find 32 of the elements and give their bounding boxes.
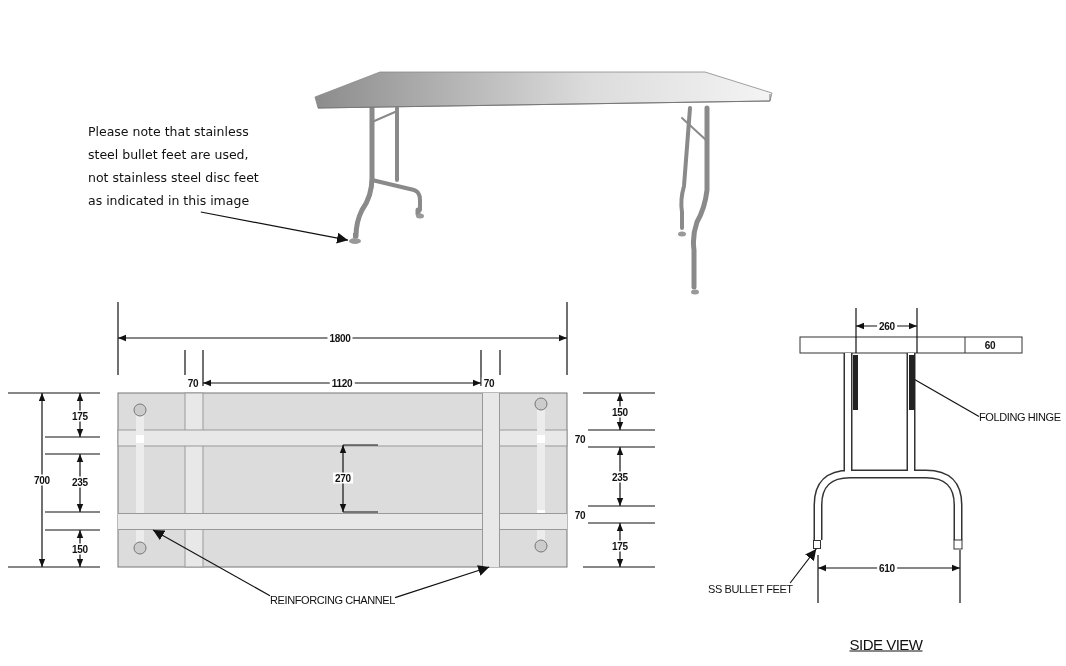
part-label: SS BULLET FEET xyxy=(708,583,793,595)
part-label: FOLDING HINGE xyxy=(979,411,1061,423)
dimension-value: 1120 xyxy=(329,377,355,389)
dimension-value: 175 xyxy=(70,410,90,422)
dimension-value: 70 xyxy=(481,377,497,389)
bullet-foot xyxy=(813,540,821,549)
dimension-value: 235 xyxy=(70,476,90,488)
leader-line xyxy=(789,548,817,584)
dimension-value: 235 xyxy=(610,471,630,483)
view-title: SIDE VIEW xyxy=(848,635,924,653)
dimension-value: 260 xyxy=(877,320,897,332)
leader-line xyxy=(200,211,349,244)
leader-line xyxy=(152,529,271,597)
dimension-value: 70 xyxy=(572,433,588,445)
part-label: REINFORCING CHANNEL xyxy=(270,594,396,606)
leader-line xyxy=(394,565,490,599)
dimension-value: 700 xyxy=(32,474,52,486)
dimension-value: 150 xyxy=(610,406,630,418)
dimension-value: 70 xyxy=(572,509,588,521)
dimension-value: 175 xyxy=(610,540,630,552)
leader-line xyxy=(914,379,980,417)
dimension-value: 1800 xyxy=(327,332,353,344)
dimension-value: 70 xyxy=(185,377,201,389)
note-text: Please note that stainless steel bullet feet are used, not stainless steel disc feet as indicated in this image xyxy=(88,120,270,212)
folding-hinge xyxy=(909,355,915,410)
bullet-foot xyxy=(348,233,362,245)
reinforcing-channel xyxy=(118,513,567,530)
dimension-value: 270 xyxy=(333,472,353,484)
dimension-value: 610 xyxy=(877,562,897,574)
dimension-value: 150 xyxy=(70,543,90,555)
reinforcing-channel xyxy=(482,393,500,567)
dimension-value: 60 xyxy=(982,339,998,351)
